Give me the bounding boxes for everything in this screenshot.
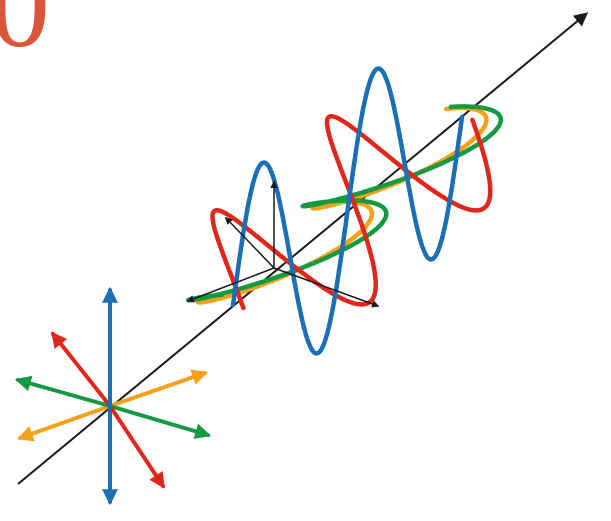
local-axis-right <box>274 268 378 306</box>
wave-orange <box>198 108 486 303</box>
wave-group <box>188 69 501 354</box>
arrow-orange-reverse <box>20 406 110 438</box>
wave-blue <box>233 69 462 354</box>
propagation-axis <box>18 14 586 484</box>
arrow-red <box>53 334 110 406</box>
figure-label: 0 <box>0 0 50 72</box>
arrow-orange <box>110 373 205 406</box>
arrow-green <box>18 380 110 406</box>
polarization-star <box>18 290 208 502</box>
